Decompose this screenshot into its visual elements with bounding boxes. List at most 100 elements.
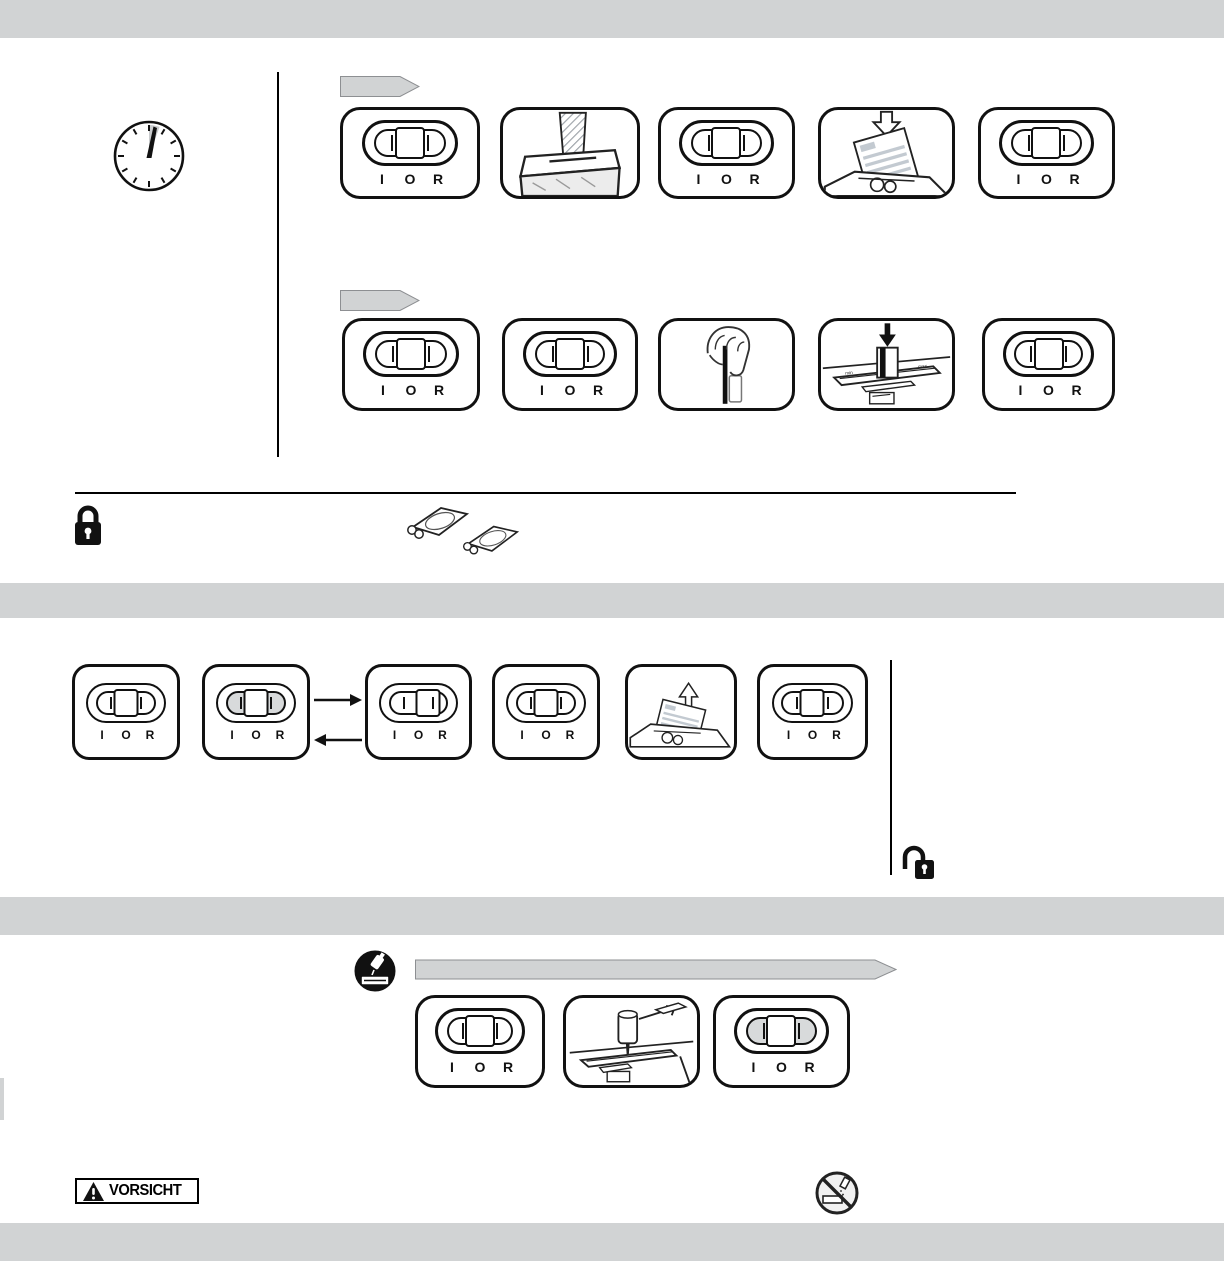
switch-tick [240, 696, 243, 709]
switch-tick [139, 696, 142, 709]
switch-label-r: R [565, 727, 575, 742]
clock-icon [113, 120, 185, 192]
switch-label-o: O [564, 382, 576, 398]
switch-track [225, 688, 287, 717]
switch-slot [361, 119, 459, 166]
step-slot [563, 995, 700, 1088]
switch-label-i: I [380, 170, 384, 187]
switch-track [746, 1015, 817, 1047]
page-edge-marker [0, 1078, 4, 1120]
switch-label-i: I [520, 727, 524, 742]
hand-card-icon [706, 326, 751, 404]
switch-labels: I O R [693, 171, 761, 187]
shredder-output-icon [518, 111, 622, 196]
warning-triangle-icon [83, 1181, 104, 1201]
switch-label-o: O [541, 727, 551, 742]
switch-tick [1030, 346, 1033, 362]
switch-tick [495, 1023, 498, 1039]
switch-labels: I O R [516, 728, 576, 742]
switch-label-r: R [432, 170, 444, 187]
switch-tick [586, 346, 589, 362]
switch-label-o: O [721, 170, 732, 187]
switch-tick [402, 696, 405, 709]
switch-tick [1027, 134, 1030, 151]
switch-track [1011, 126, 1082, 159]
switch-label-i: I [450, 1059, 454, 1075]
switch-knob [711, 126, 742, 159]
caution-text: VORSICHT [109, 1182, 182, 1199]
section-band-oil [0, 897, 1224, 935]
switch-label-r: R [433, 382, 445, 398]
power-switch-panel: I O R [345, 321, 477, 408]
step-slot: I O R [342, 318, 480, 411]
power-switch-panel: I O R [716, 998, 847, 1085]
switch-track [534, 338, 606, 370]
switch-track [373, 126, 447, 159]
switch-labels: I O R [748, 1059, 816, 1075]
power-switch-panel: I O R [418, 998, 542, 1085]
switch-knob [113, 688, 139, 717]
switch-label-r: R [145, 727, 155, 742]
switch-label-o: O [807, 727, 818, 742]
insert-paper-icon [823, 110, 950, 196]
lubricant-sachet-icon [407, 507, 470, 539]
step-arrow-tag-icon [340, 290, 420, 311]
lock-open-icon [902, 845, 934, 879]
switch-label-o: O [474, 1059, 486, 1075]
switch-tick [427, 134, 430, 151]
svg-text:min: min [845, 370, 853, 376]
switch-track [515, 688, 577, 717]
switch-label-i: I [751, 1059, 756, 1075]
step-slot [500, 107, 640, 199]
lubricant-sachet-icon [462, 525, 520, 555]
section-band-jam [0, 583, 1224, 618]
switch-knob [533, 688, 559, 717]
switch-knob [243, 688, 269, 717]
switch-slot [1002, 331, 1095, 377]
switch-label-r: R [749, 170, 760, 187]
power-switch-panel: I O R [985, 321, 1112, 408]
step-slot: I O R [365, 664, 472, 760]
switch-slot [86, 682, 166, 723]
switch-tick [743, 134, 746, 151]
jam-divider-vertical [890, 660, 892, 875]
switch-tick [269, 696, 272, 709]
switch-slot [363, 331, 459, 377]
switch-slot [679, 119, 774, 166]
switch-labels: I O R [783, 728, 843, 742]
power-switch-panel: I O R [75, 667, 177, 757]
switch-track [388, 688, 449, 717]
switch-knob [1033, 338, 1064, 370]
switch-tick [392, 346, 395, 362]
switch-slot [771, 682, 854, 723]
no-aerosol-prohibition-icon [815, 1171, 859, 1215]
switch-knob [799, 688, 825, 717]
switch-tick [826, 696, 829, 709]
step-slot: I O R [72, 664, 180, 760]
step-slot: I O R [982, 318, 1115, 411]
step-slot: I O R [978, 107, 1115, 199]
switch-label-i: I [1018, 382, 1023, 398]
step-slot: I O R [340, 107, 480, 199]
switch-slot [216, 682, 296, 723]
step-slot: I O R [502, 318, 638, 411]
bottom-band [0, 1223, 1224, 1261]
switch-tick [798, 1023, 801, 1039]
switch-label-o: O [776, 1059, 787, 1075]
power-switch-panel: I O R [661, 110, 792, 196]
step-slot [658, 318, 795, 411]
switch-label-o: O [413, 727, 424, 742]
power-switch-panel: I O R [368, 667, 469, 757]
switch-knob [464, 1015, 495, 1047]
switch-labels: I O R [446, 1059, 514, 1075]
switch-label-i: I [392, 727, 397, 742]
oil-apply-icon [569, 1002, 694, 1083]
switch-labels: I O R [536, 382, 604, 398]
switch-tick [427, 346, 430, 362]
switch-label-i: I [381, 382, 385, 398]
switch-label-i: I [696, 170, 701, 187]
switch-track [781, 688, 844, 717]
switch-label-i: I [786, 727, 791, 742]
switch-tick [1064, 346, 1067, 362]
arrow-right-icon [314, 694, 362, 706]
